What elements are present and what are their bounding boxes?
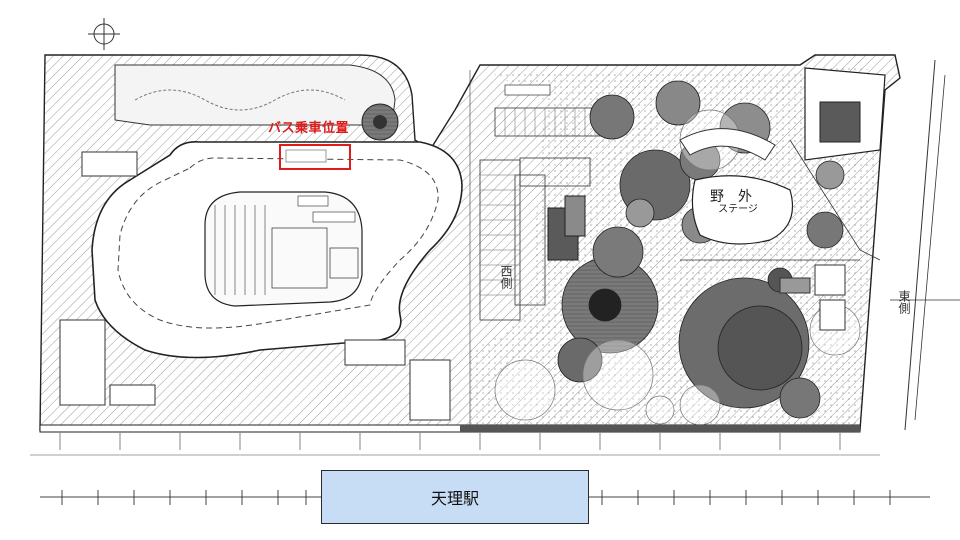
stage-label-sub: ステージ [718, 203, 758, 215]
east-road-label: 東側 [897, 290, 911, 314]
bus-stop-highlight [279, 144, 351, 170]
west-road-label: 西側 [499, 265, 513, 289]
tenri-station-box: 天理駅 [321, 470, 589, 524]
open-air-stage-label: 野外 ステージ [708, 190, 768, 215]
railway-track [40, 490, 930, 505]
stage-label-main: 野外 [710, 189, 766, 205]
north-arrow-icon [88, 18, 120, 50]
bus-stop-label: バス乗車位置 [268, 121, 350, 136]
station-label: 天理駅 [430, 489, 479, 508]
